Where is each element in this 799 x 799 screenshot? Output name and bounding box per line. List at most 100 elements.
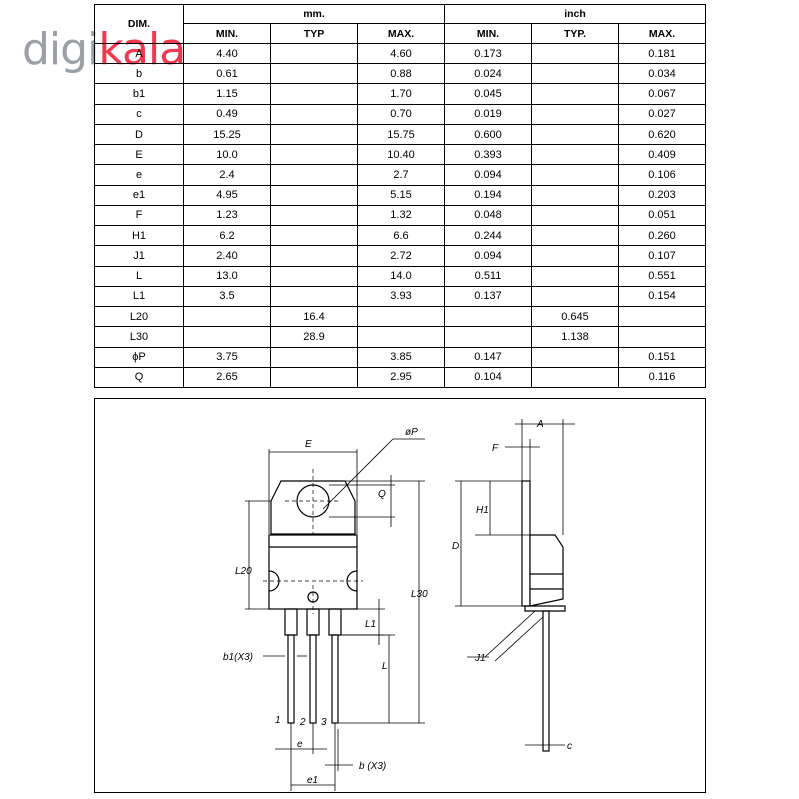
value-cell: 0.393 <box>444 144 532 166</box>
value-cell <box>357 306 445 328</box>
value-cell: 0.260 <box>618 225 706 247</box>
value-cell <box>531 184 619 206</box>
side-view <box>521 480 566 752</box>
value-cell: 3.93 <box>357 285 445 308</box>
label-e: e <box>297 739 303 750</box>
value-cell <box>270 164 358 186</box>
value-cell <box>270 225 358 247</box>
value-cell: 0.116 <box>618 366 706 389</box>
dim-cell: D <box>94 123 184 146</box>
value-cell <box>270 144 358 166</box>
label-D: D <box>452 541 459 552</box>
value-cell: 1.70 <box>357 83 445 105</box>
value-cell: 16.4 <box>270 306 358 328</box>
dim-cell: b <box>94 63 184 85</box>
value-cell <box>183 326 271 348</box>
value-cell: 6.2 <box>183 225 271 247</box>
value-cell: 2.4 <box>183 164 271 186</box>
value-cell: 10.40 <box>357 144 445 166</box>
label-pin3: 3 <box>321 717 327 728</box>
value-cell <box>270 285 358 308</box>
dim-cell: b1 <box>94 83 184 105</box>
dim-cell: H1 <box>94 225 184 247</box>
value-cell <box>444 306 532 328</box>
value-cell: 2.72 <box>357 245 445 267</box>
value-cell: 0.620 <box>618 123 706 146</box>
value-cell <box>531 204 619 227</box>
value-cell: 0.151 <box>618 346 706 368</box>
dim-cell: L20 <box>94 306 184 328</box>
value-cell: 0.154 <box>618 285 706 308</box>
value-cell: 0.88 <box>357 63 445 85</box>
value-cell: 0.027 <box>618 103 706 125</box>
value-cell: 3.85 <box>357 346 445 368</box>
value-cell <box>270 245 358 267</box>
value-cell: 0.107 <box>618 245 706 267</box>
value-cell: 0.048 <box>444 204 532 227</box>
dim-cell: F <box>94 204 184 227</box>
value-cell <box>618 326 706 348</box>
subheader-cell: TYP. <box>531 23 619 44</box>
label-A: A <box>536 419 544 430</box>
value-cell <box>531 83 619 105</box>
subheader-cell: MIN. <box>183 23 271 44</box>
value-cell: 5.15 <box>357 184 445 206</box>
value-cell: 0.024 <box>444 63 532 85</box>
subheader-cell: TYP <box>270 23 358 44</box>
value-cell: 0.173 <box>444 42 532 65</box>
value-cell: 14.0 <box>357 265 445 287</box>
value-cell: 4.95 <box>183 184 271 206</box>
value-cell <box>531 63 619 85</box>
value-cell: 0.244 <box>444 225 532 247</box>
value-cell: 0.551 <box>618 265 706 287</box>
package-drawing: E øP Q L20 L30 L1 L b1(X3) 1 2 3 e e1 b … <box>94 398 706 793</box>
label-L1: L1 <box>365 619 376 630</box>
value-cell <box>270 204 358 227</box>
dim-cell: J1 <box>94 245 184 267</box>
value-cell: 15.75 <box>357 123 445 146</box>
value-cell <box>531 285 619 308</box>
value-cell: 0.147 <box>444 346 532 368</box>
value-cell: 13.0 <box>183 265 271 287</box>
value-cell <box>531 42 619 65</box>
dim-cell: L <box>94 265 184 287</box>
value-cell: 0.61 <box>183 63 271 85</box>
value-cell: 2.7 <box>357 164 445 186</box>
value-cell: 0.104 <box>444 366 532 389</box>
dim-cell: E <box>94 144 184 166</box>
value-cell <box>531 366 619 389</box>
dim-cell: ϕP <box>94 346 184 368</box>
label-J1: J1 <box>474 653 486 664</box>
value-cell: 0.181 <box>618 42 706 65</box>
value-cell: 0.094 <box>444 164 532 186</box>
label-E: E <box>305 439 312 450</box>
value-cell: 0.051 <box>618 204 706 227</box>
subheader-cell: MAX. <box>357 23 445 44</box>
label-b: b (X3) <box>359 761 386 772</box>
value-cell: 1.15 <box>183 83 271 105</box>
label-H1: H1 <box>476 505 489 516</box>
center-lines <box>263 469 363 614</box>
value-cell: 4.60 <box>357 42 445 65</box>
value-cell: 0.094 <box>444 245 532 267</box>
dim-cell: L1 <box>94 285 184 308</box>
value-cell: 0.70 <box>357 103 445 125</box>
label-e1: e1 <box>307 775 318 786</box>
value-cell <box>270 42 358 65</box>
value-cell: 0.067 <box>618 83 706 105</box>
label-L30: L30 <box>411 589 428 600</box>
value-cell: 0.137 <box>444 285 532 308</box>
dim-cell: c <box>94 103 184 125</box>
label-F: F <box>492 443 499 454</box>
subheader-cell: MAX. <box>618 23 706 44</box>
dim-cell: L30 <box>94 326 184 348</box>
